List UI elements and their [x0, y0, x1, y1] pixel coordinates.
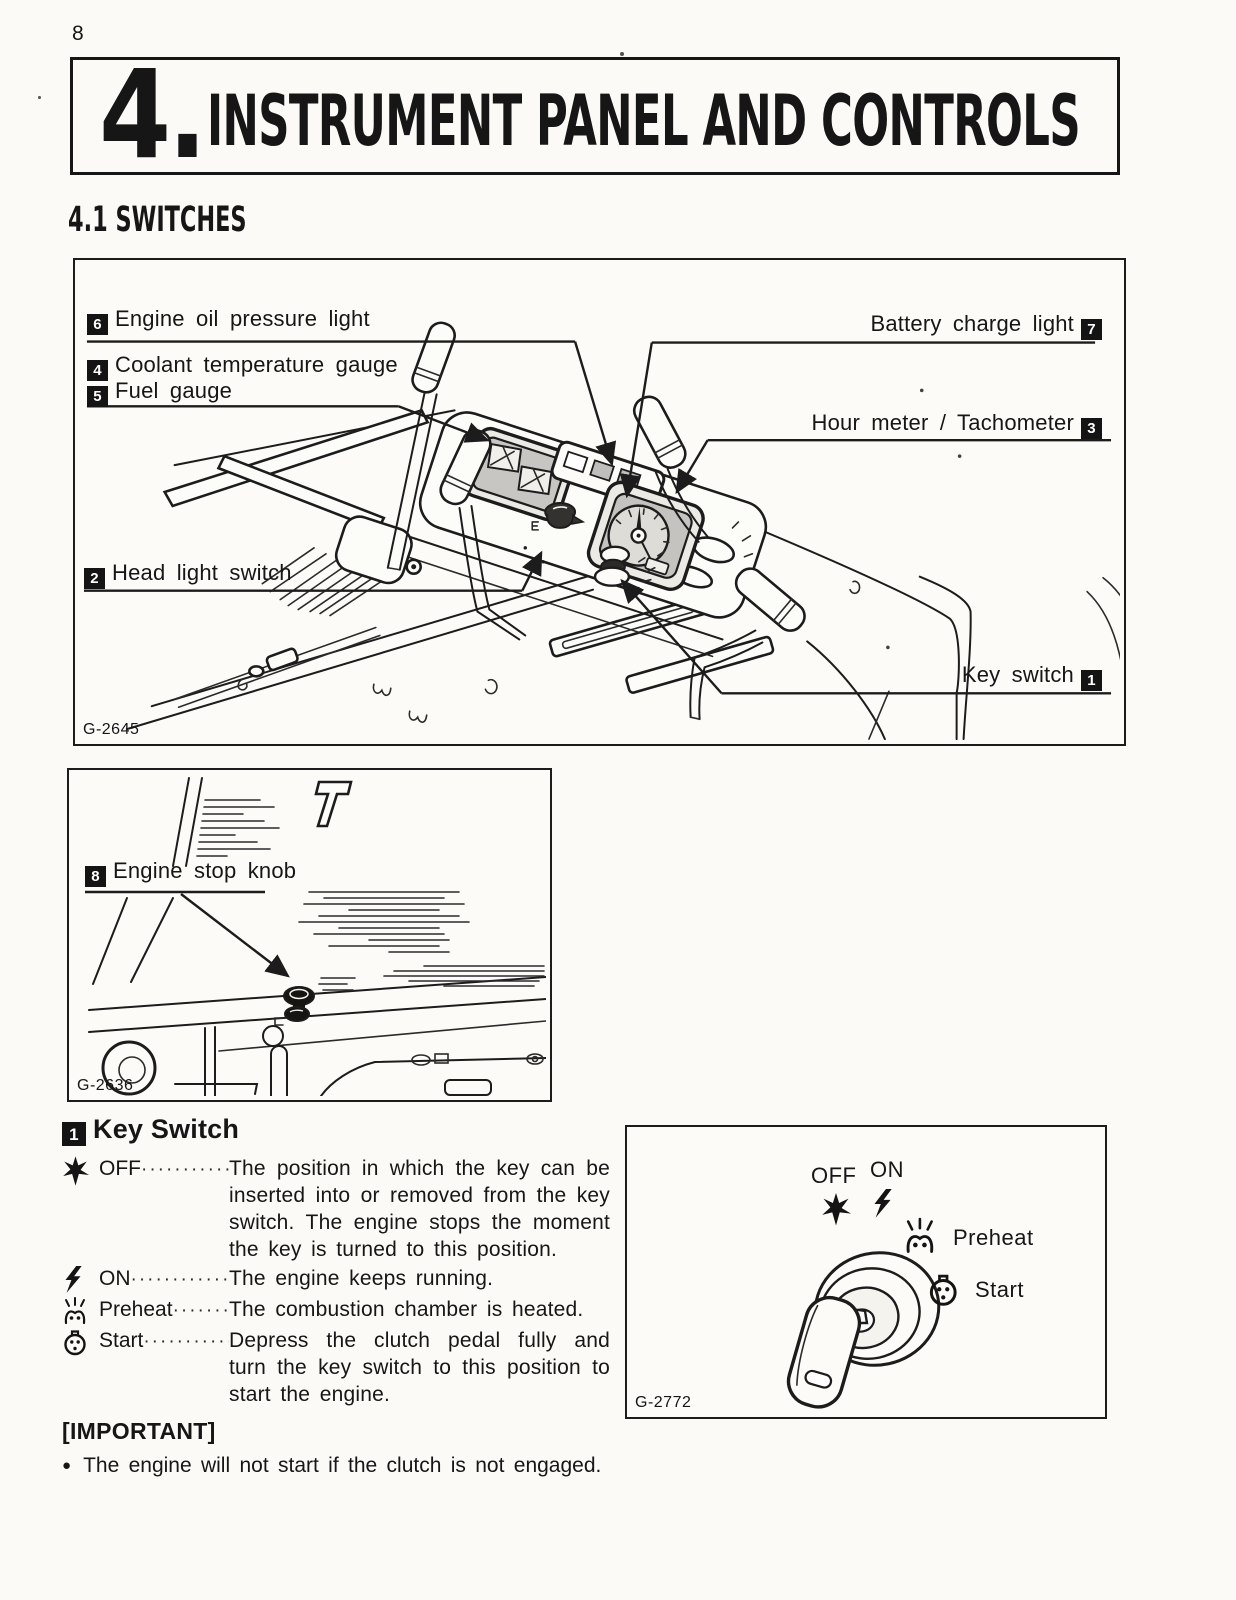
engine-start-icon	[62, 1327, 99, 1408]
callout-number-8: 8	[85, 866, 106, 887]
figure-key-switch-positions: OFF ON Preheat Start G-2772	[625, 1125, 1107, 1419]
figure-code: G-2645	[83, 721, 140, 738]
label-text: Engine stop knob	[113, 858, 297, 883]
label-text: Battery charge light	[870, 311, 1074, 336]
important-note: ● The engine will not start if the clutch…	[62, 1454, 610, 1478]
position-row-on: ON··············· The engine keeps runni…	[62, 1265, 610, 1294]
section-heading: 4.1 SWITCHES	[68, 200, 247, 240]
figure-code: G-2636	[77, 1077, 134, 1094]
position-description: The combustion chamber is heated.	[229, 1298, 584, 1321]
callout-number-4: 4	[87, 360, 108, 381]
label-coolant-temperature-gauge: 4 Coolant temperature gauge	[87, 352, 398, 381]
label-key-switch: Key switch 1	[962, 662, 1102, 691]
callout-number-2: 2	[84, 568, 105, 589]
callout-number-1: 1	[62, 1122, 86, 1146]
heading-text: Key Switch	[93, 1114, 240, 1144]
label-text: Fuel gauge	[115, 378, 233, 403]
callout-number-6: 6	[87, 314, 108, 335]
position-term: OFF··············	[99, 1157, 229, 1180]
figure-engine-stop-knob: 8 Engine stop knob G-2636	[67, 768, 552, 1102]
position-label-start: Start	[975, 1277, 1024, 1302]
label-head-light-switch: 2 Head light switch	[84, 560, 292, 589]
note-text: The engine will not start if the clutch …	[83, 1454, 602, 1477]
callout-number-5: 5	[87, 386, 108, 407]
position-label-off: OFF	[811, 1163, 857, 1188]
key-switch-heading: 1 Key Switch	[62, 1114, 610, 1146]
stop-knob-drawing	[85, 777, 546, 1096]
burst-star-icon	[62, 1155, 99, 1263]
position-term: Start·············	[99, 1329, 229, 1352]
label-text: Engine oil pressure light	[115, 306, 370, 331]
figure-code: G-2772	[635, 1394, 692, 1411]
label-fuel-gauge: 5 Fuel gauge	[87, 378, 232, 407]
label-text: Coolant temperature gauge	[115, 352, 398, 377]
position-description: Depress the clutch pedal fully and turn …	[229, 1329, 610, 1406]
label-text: Hour meter / Tachometer	[811, 410, 1074, 435]
position-term: Preheat·········	[99, 1298, 229, 1321]
label-text: Head light switch	[112, 560, 292, 585]
label-hour-meter-tachometer: Hour meter / Tachometer 3	[811, 410, 1102, 439]
page-number: 8	[72, 22, 84, 45]
scan-speck	[620, 52, 624, 56]
position-term: ON···············	[99, 1267, 229, 1290]
callout-number-7: 7	[1081, 319, 1102, 340]
glow-plug-icon	[62, 1296, 99, 1325]
callout-number-3: 3	[1081, 418, 1102, 439]
instrument-panel-drawing	[83, 321, 1120, 740]
important-heading: [IMPORTANT]	[62, 1418, 216, 1444]
bullet-icon: ●	[62, 1457, 72, 1474]
scan-speck	[38, 96, 41, 99]
position-row-preheat: Preheat········· The combustion chamber …	[62, 1296, 610, 1325]
position-description: The engine keeps running.	[229, 1267, 494, 1290]
label-text: Key switch	[961, 662, 1074, 687]
key-switch-drawing	[786, 1189, 957, 1409]
position-description: The position in which the key can be ins…	[229, 1157, 610, 1261]
chapter-title-box: 4. INSTRUMENT PANEL AND CONTROLS	[70, 44, 1120, 186]
chapter-title: INSTRUMENT PANEL AND CONTROLS	[207, 80, 1081, 162]
chapter-number: 4.	[99, 44, 207, 186]
position-row-off: OFF·············· The position in which …	[62, 1155, 610, 1263]
label-engine-stop-knob: 8 Engine stop knob	[85, 858, 296, 887]
label-battery-charge-light: Battery charge light 7	[870, 311, 1102, 340]
position-label-preheat: Preheat	[953, 1225, 1034, 1250]
figure-instrument-panel: 6 Engine oil pressure light Battery charg…	[73, 258, 1126, 746]
label-engine-oil-pressure-light: 6 Engine oil pressure light	[87, 306, 370, 335]
position-row-start: Start············· Depress the clutch pe…	[62, 1327, 610, 1408]
key-switch-section: 1 Key Switch OFF·············· The positi…	[62, 1114, 610, 1478]
callout-number-1: 1	[1081, 670, 1102, 691]
lightning-bolt-icon	[62, 1265, 99, 1294]
position-label-on: ON	[870, 1157, 904, 1182]
